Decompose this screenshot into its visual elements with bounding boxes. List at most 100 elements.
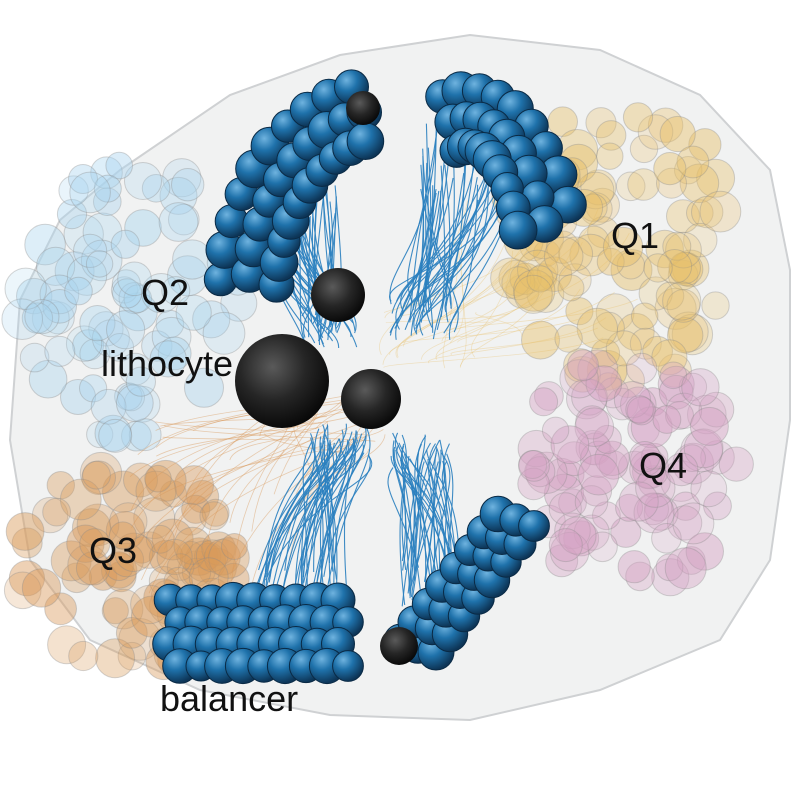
q3-fiber: [131, 399, 343, 528]
q4-cell: [575, 430, 611, 465]
q4-cell: [687, 394, 727, 435]
q2-cell: [31, 299, 70, 338]
q1-cell: [654, 287, 697, 330]
lithocyte-sphere-bottom: [380, 627, 418, 665]
q1-fiber: [448, 298, 638, 332]
q4-cell: [655, 553, 684, 582]
q3-cell: [156, 538, 193, 576]
q2-cell: [90, 388, 127, 425]
q3-fiber: [299, 421, 328, 436]
q2-cell: [24, 223, 66, 266]
q2-cell: [115, 384, 154, 422]
q3-cell: [201, 531, 236, 566]
q1-cell: [586, 349, 628, 391]
q2-cell: [79, 305, 116, 342]
q1-cell: [526, 265, 554, 293]
q1-cell: [662, 281, 702, 321]
q3-fiber: [148, 425, 375, 594]
q1-cell: [629, 327, 662, 360]
q3-cell: [109, 502, 148, 541]
cilia-fiber: [423, 456, 435, 580]
q4-cell: [613, 381, 652, 419]
q3-fiber: [140, 437, 367, 509]
q4-cell: [637, 387, 668, 417]
q2-cell: [72, 329, 105, 362]
q2-cell: [1, 298, 43, 341]
q4-cell: [676, 546, 706, 575]
cilia-fiber: [387, 467, 420, 568]
cilia-fiber: [343, 430, 357, 601]
cilia-fiber: [303, 439, 349, 583]
q4-cell: [556, 441, 592, 477]
q1-cell: [509, 262, 542, 295]
q1-cell: [679, 163, 720, 204]
q2-cell: [82, 212, 123, 253]
q1-cell: [569, 233, 612, 277]
q3-cell: [145, 524, 175, 554]
q3-cell: [31, 496, 69, 534]
q2-cell: [21, 302, 54, 334]
label-q3: Q3: [89, 530, 137, 571]
q2-cell: [79, 338, 111, 370]
q3-cell: [67, 544, 109, 586]
cilia-fiber: [449, 125, 478, 309]
q2-cell: [58, 175, 89, 206]
q1-cell: [596, 142, 624, 170]
cilia-fiber: [306, 433, 363, 619]
cilia-fiber: [436, 172, 465, 331]
q1-fiber: [441, 233, 630, 342]
q4-cell: [700, 440, 735, 475]
q4-cell: [563, 520, 600, 557]
q4-cell: [659, 361, 688, 390]
q4-cell: [628, 441, 661, 473]
q1-cell: [688, 128, 722, 162]
cilia-fiber: [313, 426, 367, 614]
q4-cell: [658, 374, 694, 410]
q4-cell: [615, 493, 644, 522]
q3-fiber: [229, 434, 302, 461]
q3-cell: [133, 497, 176, 540]
q1-cell: [558, 236, 594, 272]
q4-cell: [587, 531, 618, 563]
q1-cell: [657, 249, 693, 284]
q4-cell: [558, 516, 597, 555]
q3-cell: [102, 470, 145, 513]
cilia-fiber: [264, 441, 313, 572]
q1-cell: [513, 269, 556, 312]
q1-cell: [696, 158, 736, 198]
q3-cell: [105, 561, 137, 593]
q3-cell: [102, 588, 144, 630]
q2-cell: [171, 168, 205, 202]
q3-cell: [59, 478, 102, 521]
balancer-cell: [518, 510, 550, 542]
q3-cell: [105, 511, 146, 551]
q1-fiber: [395, 216, 546, 359]
q2-cell: [141, 174, 171, 203]
q2-cell: [110, 276, 139, 304]
label-q4: Q4: [639, 445, 687, 486]
q4-cell: [629, 449, 670, 490]
cilia-fiber: [441, 460, 453, 566]
q3-cell: [3, 571, 42, 610]
q3-cell: [47, 625, 87, 665]
q3-cell: [195, 539, 229, 573]
cilia-fiber: [396, 444, 451, 584]
q4-cell: [598, 450, 629, 480]
q4-cell: [575, 405, 610, 440]
cilia-fiber: [252, 442, 322, 605]
q4-cell: [665, 400, 694, 430]
q2-cell: [60, 379, 96, 415]
q3-cell: [108, 521, 137, 550]
cilia-fiber: [399, 434, 407, 605]
q2-cell: [118, 292, 158, 332]
q4-cell: [626, 396, 656, 426]
q2-cell: [192, 300, 231, 339]
q1-fiber: [471, 250, 514, 358]
cilia-fiber: [422, 190, 442, 313]
q2-cell: [157, 336, 192, 371]
q1-fiber: [450, 327, 598, 355]
q4-cell: [651, 558, 690, 597]
q3-cell: [159, 480, 188, 508]
q1-cell: [513, 274, 553, 314]
lithocyte-sphere-top: [346, 91, 380, 125]
